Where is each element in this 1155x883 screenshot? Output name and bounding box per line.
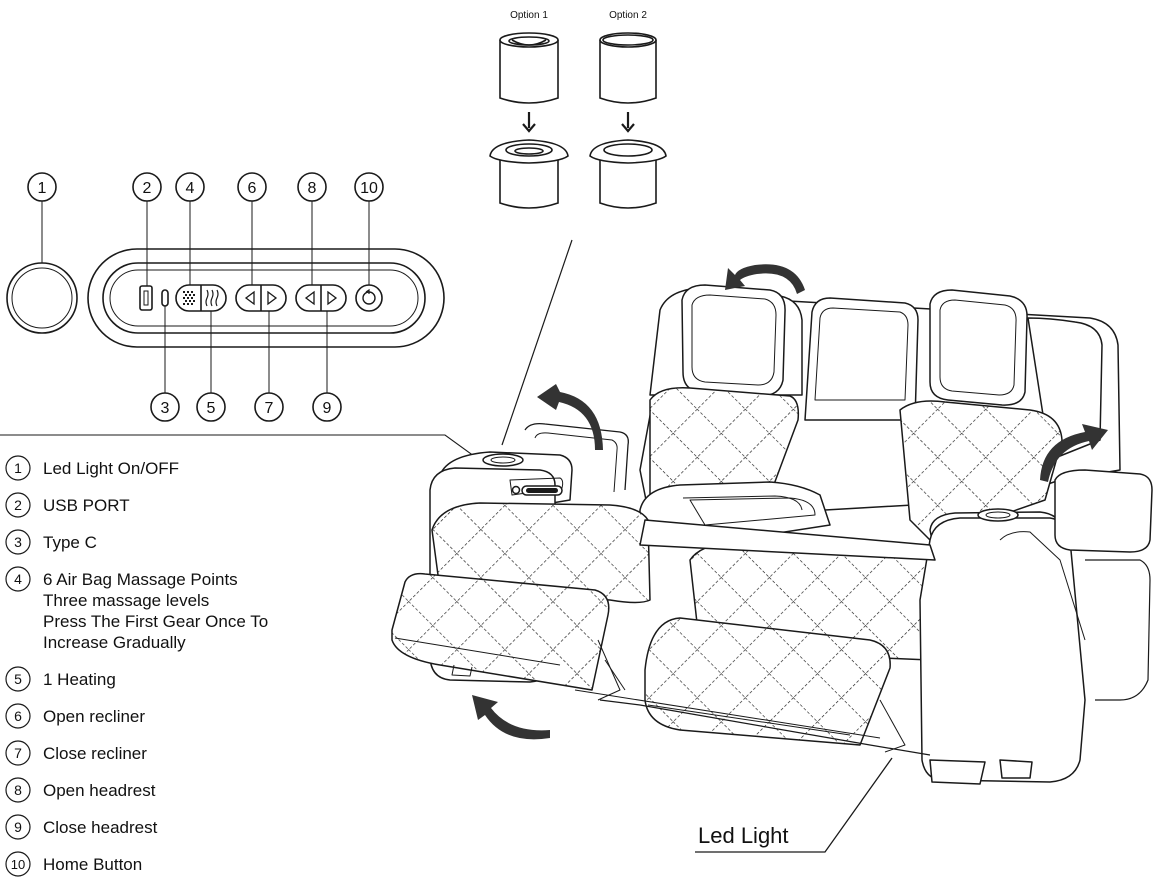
legend-text-9: Close headrest [43, 818, 158, 837]
armrest-control-panel[interactable] [511, 485, 563, 496]
sofa-foot [929, 759, 986, 785]
legend-num-5: 5 [14, 671, 22, 687]
left-cupholder [482, 453, 524, 467]
legend-text-8: Open headrest [43, 781, 156, 800]
legend-num-6: 6 [14, 708, 22, 724]
callout-2: 2 [143, 180, 152, 197]
cup-insert-option-2 [599, 32, 657, 104]
open-recliner-icon[interactable] [244, 290, 255, 306]
callout-5: 5 [207, 400, 216, 417]
legend-text-4d: Increase Gradually [43, 633, 186, 652]
option-1-label: Option 1 [510, 10, 548, 21]
legend-text-4a: 6 Air Bag Massage Points [43, 570, 238, 589]
down-arrow-icon [522, 112, 536, 133]
legend-num-7: 7 [14, 745, 22, 761]
left-quilted-back [649, 387, 800, 501]
usb-port[interactable] [139, 285, 153, 311]
callout-leaders [41, 201, 370, 393]
left-footrest[interactable] [391, 572, 610, 691]
legend-text-3: Type C [43, 533, 97, 552]
led-light-button[interactable] [6, 262, 78, 334]
legend-text-4b: Three massage levels [43, 591, 209, 610]
right-headrest[interactable] [929, 289, 1028, 406]
footrest-arrow-icon [472, 695, 550, 740]
legend-num-10: 10 [11, 857, 25, 872]
cup-options: Option 1 Option 2 [489, 10, 667, 446]
center-backrest [804, 297, 919, 421]
legend-text-10: Home Button [43, 855, 142, 874]
callout-8: 8 [308, 180, 317, 197]
callouts-bottom [150, 392, 342, 422]
home-button[interactable] [355, 284, 383, 312]
option-2-label: Option 2 [609, 10, 647, 21]
legend-num-2: 2 [14, 497, 22, 513]
legend-text-2: USB PORT [43, 496, 130, 515]
legend-num-1: 1 [14, 460, 22, 476]
heating-icon [205, 289, 219, 307]
close-recliner-icon[interactable] [267, 290, 278, 306]
right-quilted-back [899, 400, 1063, 541]
legend-text-1: Led Light On/OFF [43, 459, 179, 478]
motion-arrows [472, 264, 1108, 740]
legend-text-4c: Press The First Gear Once To [43, 612, 268, 631]
legend-text-5: 1 Heating [43, 670, 116, 689]
legend-text-6: Open recliner [43, 707, 145, 726]
control-panel [6, 172, 445, 422]
callout-3: 3 [161, 400, 170, 417]
legend-num-9: 9 [14, 819, 22, 835]
cup-insert-option-1 [499, 32, 559, 104]
sofa-foot [999, 759, 1033, 779]
legend-num-8: 8 [14, 782, 22, 798]
sofa-illustration [391, 284, 1153, 785]
massage-heat-button[interactable] [175, 284, 227, 312]
cup-holder-option-1 [489, 139, 569, 209]
headrest-button[interactable] [295, 284, 347, 312]
close-headrest-icon[interactable] [327, 290, 338, 306]
legend-num-3: 3 [14, 534, 22, 550]
callout-9: 9 [323, 400, 332, 417]
backrest-arrow-right-icon [1040, 424, 1108, 482]
backrest-arrow-icon [537, 384, 603, 450]
massage-icon [183, 291, 195, 305]
legend-num-4: 4 [14, 571, 22, 587]
right-cupholder [977, 508, 1019, 522]
led-leader-line [695, 757, 893, 853]
cup-holder-option-2 [589, 139, 667, 209]
callout-1: 1 [38, 180, 47, 197]
open-headrest-icon[interactable] [304, 290, 315, 306]
callout-4: 4 [186, 180, 195, 197]
cup-leader-line [501, 239, 573, 446]
headrest-arrow-icon [725, 264, 805, 294]
callout-7: 7 [265, 400, 274, 417]
recliner-button[interactable] [235, 284, 287, 312]
callout-6: 6 [248, 180, 257, 197]
type-c-port[interactable] [161, 289, 169, 307]
callouts-top [27, 172, 384, 202]
led-light-label: Led Light [698, 823, 789, 848]
down-arrow-icon [621, 112, 635, 133]
legend: 1 2 3 4 5 6 7 8 9 10 Led Light On/OFF US… [5, 455, 268, 877]
sofa-base [639, 519, 936, 561]
legend-text-7: Close recliner [43, 744, 147, 763]
callout-10: 10 [360, 180, 378, 197]
left-seat [431, 502, 651, 604]
